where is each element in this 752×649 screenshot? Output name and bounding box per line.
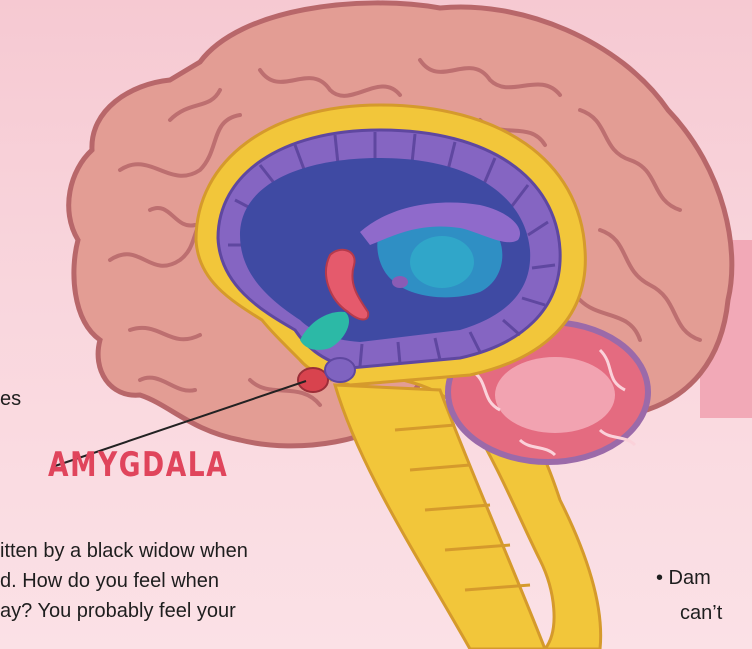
arbor-vitae: [495, 357, 615, 433]
thalamus-core: [410, 236, 474, 288]
fragment-es: es: [0, 386, 21, 412]
bullet-line-1: • Dam: [656, 565, 711, 591]
amygdala: [298, 368, 328, 392]
pineal: [392, 276, 408, 288]
pituitary: [325, 358, 355, 382]
paragraph-line-1: itten by a black widow when: [0, 538, 248, 564]
paragraph-line-3: ay? You probably feel your: [0, 598, 236, 624]
amygdala-title: AMYGDALA: [48, 445, 228, 485]
paragraph-line-2: d. How do you feel when: [0, 568, 219, 594]
bullet-line-2: can’t: [680, 600, 722, 626]
